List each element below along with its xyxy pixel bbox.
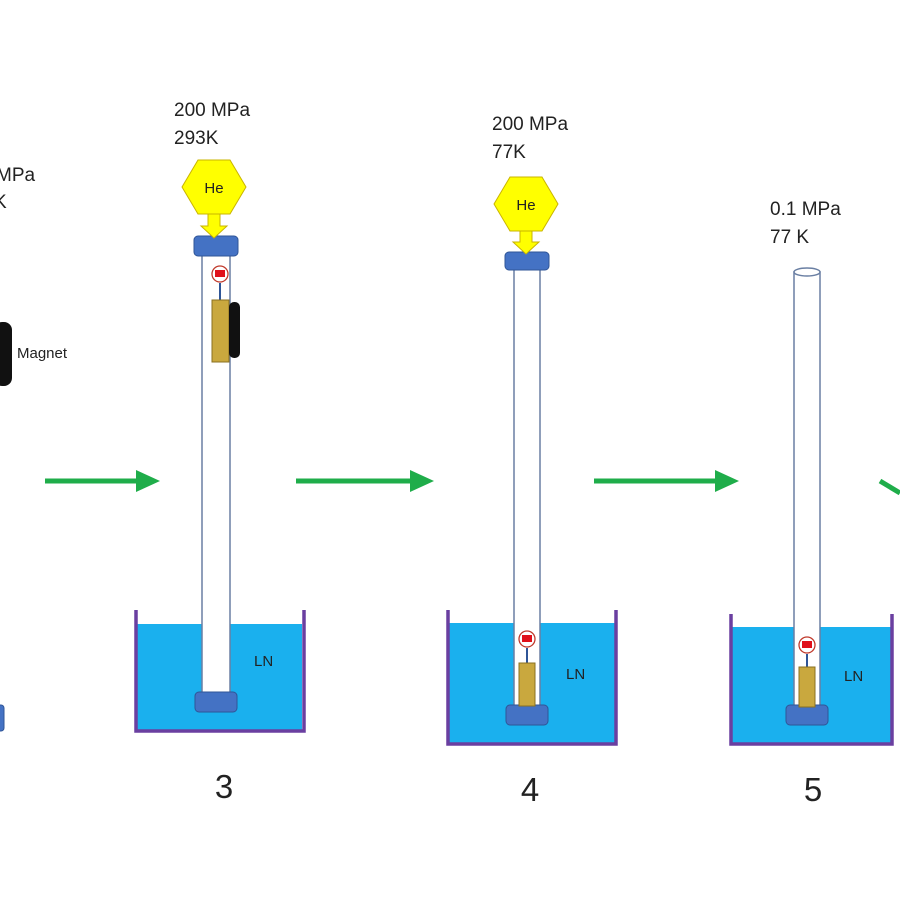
stage-4: 200 MPa 77K LN He 4	[446, 114, 618, 808]
stage-5-sample-base	[798, 666, 816, 708]
stage-3-dewar	[134, 610, 306, 733]
stage-5-tube-open-top	[793, 267, 821, 277]
stage-3-number: 3	[215, 768, 233, 805]
stage-5: 0.1 MPa 77 K LN 5	[729, 199, 894, 808]
stage-5-number: 5	[804, 771, 822, 808]
stage-5-sample-marker	[802, 641, 812, 648]
stage-4-number: 4	[521, 771, 539, 808]
flow-arrow-3	[594, 470, 739, 492]
stage-5-ln-label: LN	[844, 668, 863, 685]
stage-4-helium-label: He	[516, 197, 535, 214]
flow-arrows	[45, 470, 900, 496]
stage-4-sample-marker	[522, 635, 532, 642]
stage-4-top-cap	[504, 251, 550, 271]
stage-3-helium-arrow	[199, 213, 229, 239]
stage-3-top-cap	[193, 235, 239, 257]
stage-4-sample-holder	[518, 630, 536, 707]
stage-5-bottom-cap	[785, 704, 829, 726]
magnet-label: Magnet	[17, 345, 68, 362]
stage-5-dewar	[729, 614, 894, 746]
stage-5-sample-holder	[798, 636, 816, 708]
stage-3-magnet	[229, 302, 240, 358]
flow-arrow-1	[45, 470, 160, 492]
partial-stage: MPa K Magnet	[0, 165, 68, 732]
stage-3-temperature: 293K	[174, 128, 219, 149]
partial-temperature-text: K	[0, 192, 7, 213]
partial-pressure-text: MPa	[0, 165, 36, 186]
stage-3-helium-hexagon	[181, 159, 247, 215]
stage-3-ln-label: LN	[254, 653, 273, 670]
stage-5-pressure: 0.1 MPa	[770, 199, 841, 220]
stage-5-temperature: 77 K	[770, 227, 809, 248]
stage-3-sample-marker	[215, 270, 225, 277]
stage-4-helium-arrow	[511, 230, 541, 255]
stage-3-pressure: 200 MPa	[174, 100, 250, 121]
stage-4-temperature: 77K	[492, 142, 526, 163]
flow-arrow-4	[878, 478, 900, 496]
stage-4-pressure: 200 MPa	[492, 114, 568, 135]
stage-3-helium-label: He	[204, 180, 223, 197]
stage-4-dewar	[446, 610, 618, 746]
stage-4-sample-base	[518, 662, 536, 707]
stage-3-sample-base	[211, 299, 230, 363]
stage-4-ln-label: LN	[566, 666, 585, 683]
partial-magnet	[0, 322, 12, 386]
stage-4-bottom-cap	[505, 704, 549, 726]
stage-3-sample-holder	[211, 265, 240, 363]
stage-3: 200 MPa 293K LN He 3	[134, 100, 306, 805]
flow-arrow-2	[296, 470, 434, 492]
partial-bottom-cap	[0, 704, 5, 732]
stage-4-helium-hexagon	[493, 176, 559, 232]
stage-3-bottom-cap	[194, 691, 238, 713]
